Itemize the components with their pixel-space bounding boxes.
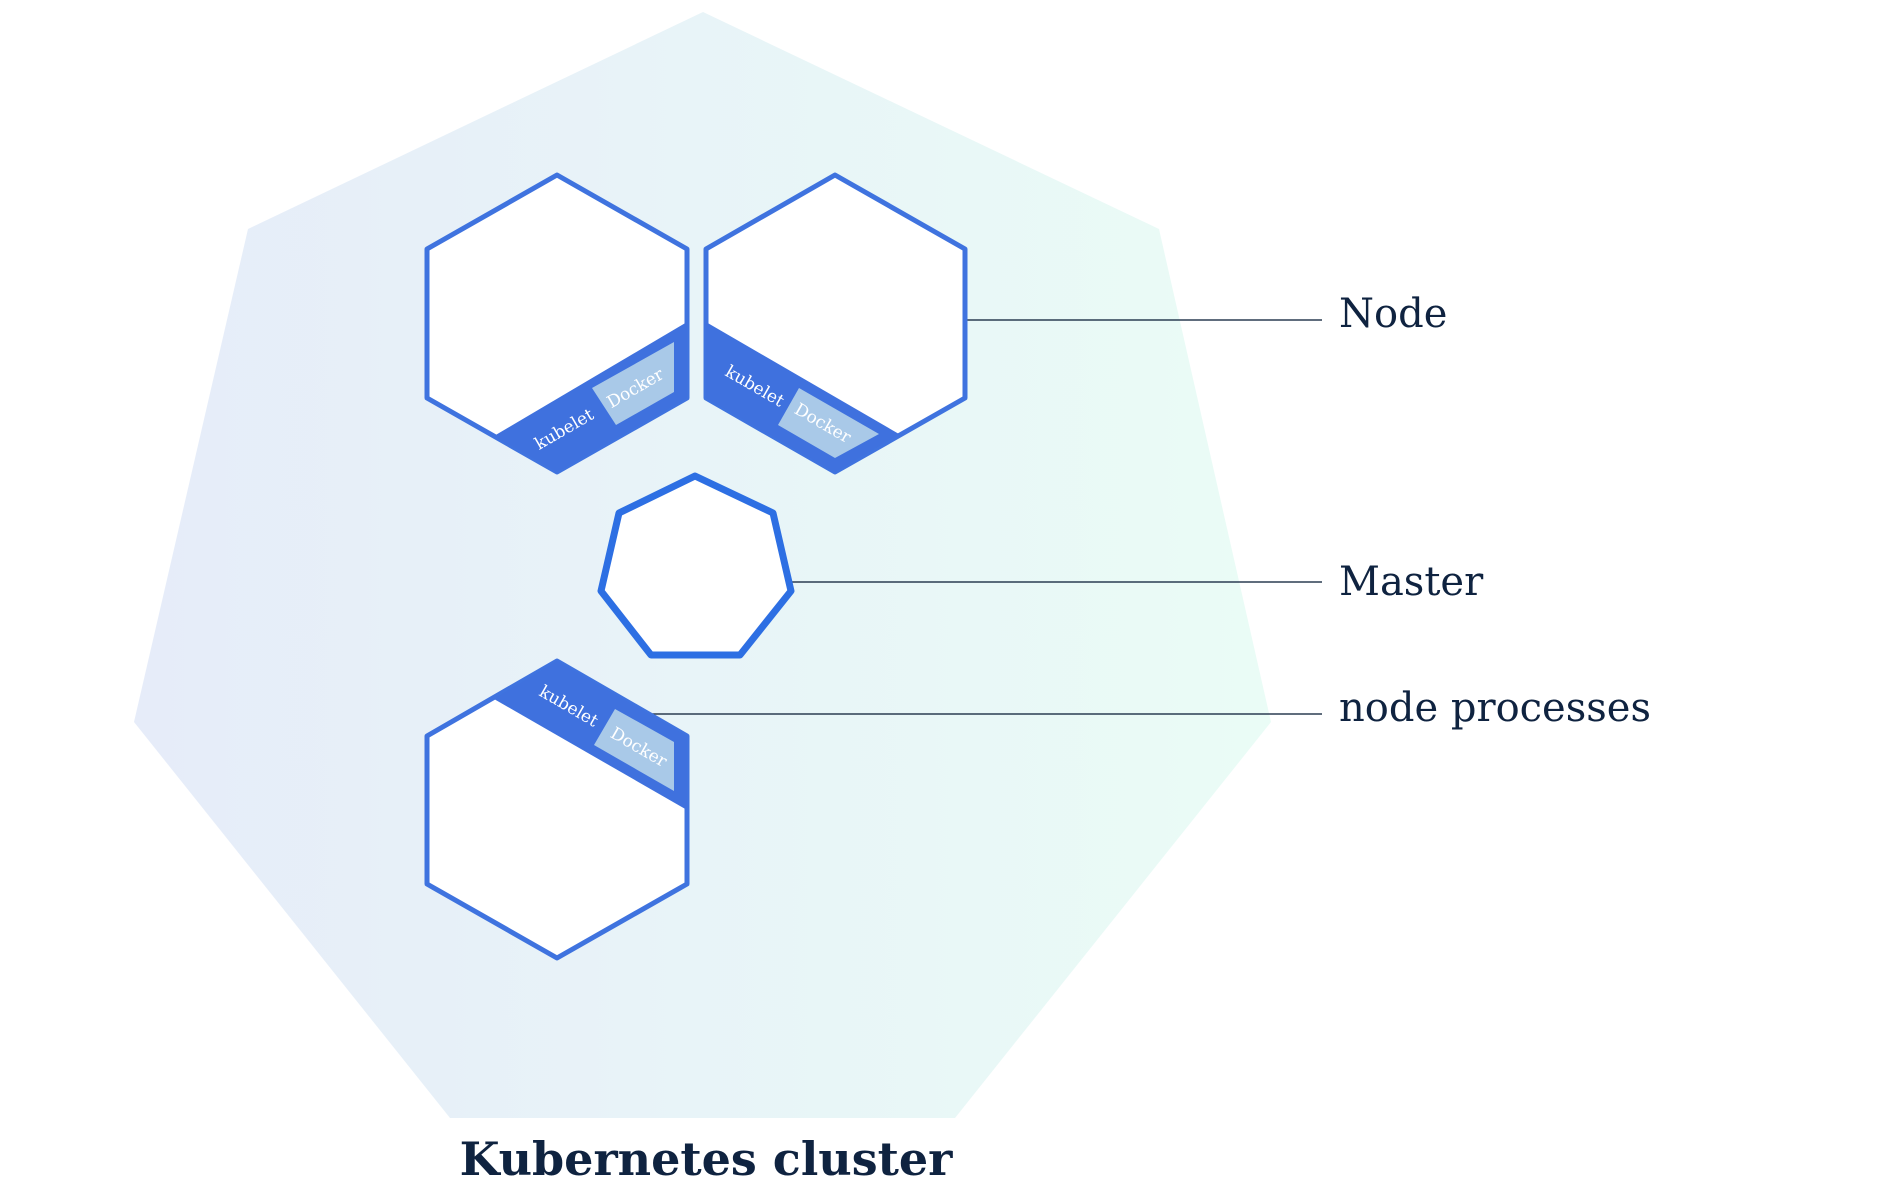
process-band (494, 661, 687, 810)
callout-label-node: Node (1339, 291, 1447, 337)
cluster-title: Kubernetes cluster (460, 1132, 954, 1186)
process-band (494, 322, 687, 472)
docker-box (594, 709, 674, 791)
node-2: kubelet Docker (703, 172, 968, 475)
master-heptagon (597, 472, 795, 659)
callout-label-node-processes: node processes (1339, 685, 1651, 731)
docker-box (778, 388, 879, 458)
node-3: kubelet Docker (424, 658, 690, 961)
callout-label-master: Master (1339, 559, 1484, 605)
docker-box (592, 342, 674, 425)
node-1: kubelet Docker (424, 172, 690, 475)
master (597, 472, 795, 659)
